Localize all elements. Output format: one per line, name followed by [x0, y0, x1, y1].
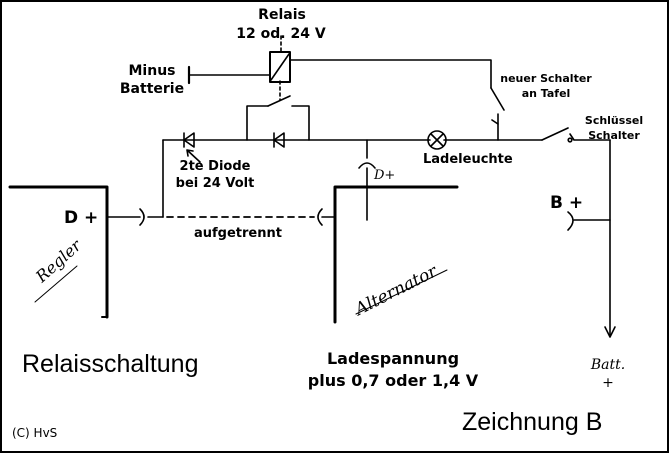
key-switch-label-line2: Schalter — [588, 129, 640, 142]
battery-label: Batt. + — [588, 356, 628, 392]
regler-d-plus-label: D + — [64, 208, 99, 228]
relay-voltage-label: 12 od. 24 V — [236, 26, 326, 42]
relay-label-line1: Relais — [258, 7, 306, 23]
relay-coil — [269, 35, 291, 83]
minus-label-line1: Minus — [128, 63, 176, 79]
diode-pointer-arrow — [186, 149, 201, 163]
relay-supply-wire — [289, 59, 492, 89]
regler-box — [8, 185, 109, 319]
charge-lamp-label: Ladeleuchte — [423, 152, 513, 167]
minus-battery-label: Minus Batterie — [115, 62, 189, 98]
battery-label-line1: Batt. — [590, 357, 626, 373]
drawing-name: Zeichnung B — [462, 408, 603, 436]
alternator-underline — [355, 269, 448, 315]
relay-label: Relais — [250, 7, 314, 23]
key-switch — [541, 127, 611, 143]
battery-positive-wire — [604, 139, 616, 338]
second-diode-label-line1: 2te Diode — [179, 159, 251, 174]
diode-1 — [183, 132, 195, 148]
new-switch-label-line1: neuer Schalter — [500, 72, 592, 85]
diagram-title: Relaisschaltung — [22, 350, 199, 378]
b-plus-label: B + — [550, 193, 584, 213]
new-switch-label: neuer Schalter an Tafel — [498, 71, 594, 101]
charging-voltage-line2: plus 0,7 oder 1,4 V — [307, 371, 479, 390]
alternator-d-plus-label: D+ — [374, 168, 396, 183]
alternator-d-plus-tap — [358, 139, 376, 221]
copyright: (C) HvS — [12, 426, 58, 440]
b-plus-terminal — [567, 211, 611, 231]
second-diode-label-line2: bei 24 Volt — [175, 176, 255, 191]
battery-label-line2: + — [602, 375, 614, 391]
minus-battery-wire — [187, 65, 271, 85]
charge-lamp — [427, 130, 447, 150]
relay-contact — [246, 80, 310, 141]
diode-2 — [273, 132, 285, 148]
key-switch-label-line1: Schlüssel — [584, 114, 644, 127]
regler-underline — [34, 265, 78, 303]
new-switch-label-line2: an Tafel — [521, 87, 571, 100]
second-diode-label: 2te Diode bei 24 Volt — [172, 158, 258, 192]
key-switch-label: Schlüssel Schalter — [578, 113, 650, 143]
charging-voltage-note: Ladespannung plus 0,7 oder 1,4 V — [280, 348, 506, 392]
new-panel-switch — [490, 87, 505, 141]
regler-d-plus-terminal — [106, 208, 164, 226]
minus-label-line2: Batterie — [119, 81, 185, 97]
separated-label: aufgetrennt — [194, 226, 282, 241]
alternator-d-plus-terminal — [317, 208, 336, 226]
alternator-box — [333, 185, 459, 324]
charging-voltage-line1: Ladespannung — [326, 349, 460, 368]
